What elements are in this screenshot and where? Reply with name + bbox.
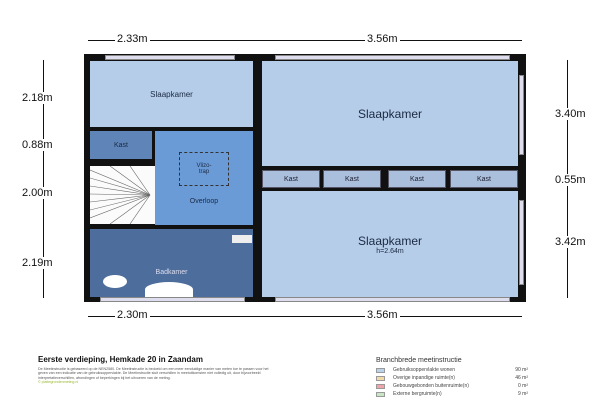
dim-right-1: 3.40m [553, 108, 588, 120]
legend-swatch [376, 367, 385, 373]
legend-label: Gebruiksoppervlakte wonen [393, 367, 455, 373]
kast-1: Kast [262, 170, 320, 188]
room-label: Kast [283, 175, 298, 183]
window [100, 297, 245, 302]
room-label: Kast [476, 175, 491, 183]
room-label: Kast [409, 175, 424, 183]
window [519, 200, 524, 285]
kast-2: Kast [323, 170, 381, 188]
staircase [90, 166, 155, 224]
dim-left-4: 2.19m [20, 257, 55, 269]
kast-3: Kast [388, 170, 446, 188]
radiator-icon [232, 235, 252, 243]
legend-item: Externe bergruimte(n) 9 m² [376, 390, 528, 398]
dim-left-1: 2.18m [20, 92, 55, 104]
window [105, 55, 235, 60]
dim-line-top [88, 40, 522, 41]
room-height: h=2.64m [376, 247, 404, 255]
dim-bottom-right: 3.56m [365, 309, 400, 321]
legend-value: 46 m² [515, 375, 528, 381]
dim-left-3: 2.00m [20, 187, 55, 199]
website-link[interactable]: © plattegrondenmeting.nl [38, 380, 79, 385]
dim-bottom-left: 2.30m [115, 309, 150, 321]
room-label: Overloop [189, 197, 219, 205]
legend-item: Gebouwgebonden buitenruimte(n) 0 m² [376, 382, 528, 390]
legend: Branchbrede meetinstructie Gebruiksopper… [376, 357, 528, 398]
sink-icon [145, 282, 193, 297]
dim-left-2: 0.88m [20, 139, 55, 151]
room-slaapkamer-bottom: Slaapkamer h=2.64m [262, 191, 518, 297]
dim-top-left: 2.33m [115, 33, 150, 45]
legend-title: Branchbrede meetinstructie [376, 357, 462, 364]
dim-right-2: 0.55m [553, 174, 588, 186]
room-label: Slaapkamer [150, 89, 193, 99]
room-label: Slaapkamer [357, 233, 423, 248]
room-label: Badkamer [155, 268, 188, 276]
toilet-icon [103, 275, 127, 288]
legend-value: 0 m² [518, 383, 528, 389]
room-label: Kast [344, 175, 359, 183]
room-slaapkamer-top: Slaapkamer [262, 61, 518, 166]
legend-label: Overige inpandige ruimte(n) [393, 375, 455, 381]
room-overloop: Vlizo- trap Overloop [155, 131, 253, 225]
plan-title: Eerste verdieping, Hemkade 20 in Zaandam [38, 355, 203, 364]
window [275, 297, 510, 302]
room-slaapkamer-small: Slaapkamer [90, 61, 253, 127]
vlizotrap-hatch: Vlizo- trap [179, 151, 229, 186]
legend-swatch [376, 383, 385, 389]
dim-right-3: 3.42m [553, 236, 588, 248]
room-kast-left: Kast [90, 131, 152, 159]
dim-line-left [43, 60, 44, 298]
room-label: Vlizo- trap [196, 162, 212, 175]
legend-item: Overige inpandige ruimte(n) 46 m² [376, 374, 528, 382]
legend-swatch [376, 375, 385, 381]
dim-line-bottom [88, 316, 522, 317]
legend-label: Gebouwgebonden buitenruimte(n) [393, 383, 469, 389]
room-label: Kast [113, 141, 128, 149]
dim-top-right: 3.56m [365, 33, 400, 45]
disclaimer: De Meetinstructie is gebaseerd op de NEN… [38, 367, 269, 380]
legend-item: Gebruiksoppervlakte wonen 90 m² [376, 366, 528, 374]
footer-info: Eerste verdieping, Hemkade 20 in Zaandam… [38, 355, 338, 384]
window [275, 55, 510, 60]
room-label: Slaapkamer [357, 106, 423, 121]
kast-4: Kast [450, 170, 518, 188]
legend-label: Externe bergruimte(n) [393, 391, 442, 397]
stairs-icon [90, 166, 151, 224]
legend-value: 9 m² [518, 391, 528, 397]
legend-swatch [376, 391, 385, 397]
window [519, 75, 524, 155]
legend-value: 90 m² [515, 367, 528, 373]
